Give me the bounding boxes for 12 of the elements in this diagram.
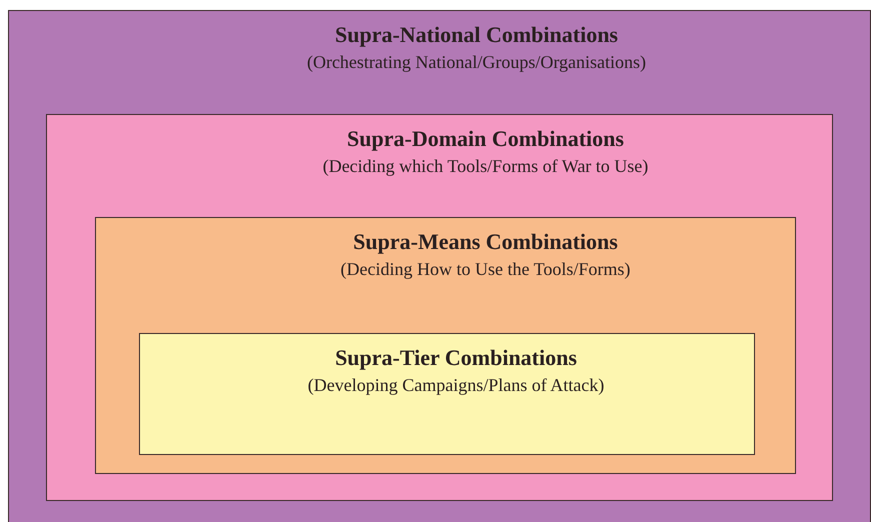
box-subtitle: (Deciding which Tools/Forms of War to Use) [322, 155, 648, 178]
nested-box [95, 217, 796, 474]
nested-box [46, 114, 833, 501]
box-title: Supra-Means Combinations [353, 228, 618, 256]
inner-box [139, 333, 755, 455]
outer-box [8, 10, 871, 522]
box-subtitle: (Deciding How to Use the Tools/Forms) [340, 258, 630, 281]
box-title: Supra-Tier Combinations [335, 344, 577, 372]
box-title: Supra-Domain Combinations [347, 125, 624, 153]
box-subtitle: (Developing Campaigns/Plans of Attack) [308, 374, 604, 397]
box-subtitle: (Orchestrating National/Groups/Organisations) [306, 51, 646, 74]
box-title: Supra-National Combinations [334, 21, 618, 49]
